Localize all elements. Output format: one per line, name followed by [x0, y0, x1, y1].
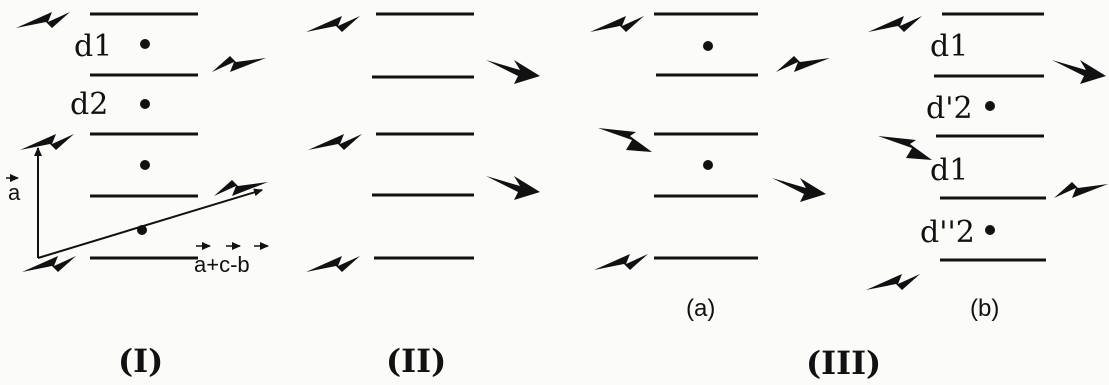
panel-I	[90, 12, 198, 260]
caption-panel-I: (I)	[118, 342, 163, 380]
label-d2-double-prime: d''2	[920, 215, 975, 250]
atom-dot	[985, 225, 995, 235]
stacking-arrow-right	[486, 176, 540, 200]
stacking-arrow-right	[594, 254, 648, 270]
panel-I-vectors	[34, 147, 263, 259]
vector-a-label: a	[6, 174, 21, 205]
caption-panel-III: (III)	[806, 344, 881, 382]
stacking-arrow-left	[1054, 182, 1108, 198]
panel-III-a-dots	[703, 41, 713, 170]
sub-caption-a: (a)	[686, 295, 715, 322]
stacking-arrow-right	[1052, 60, 1106, 84]
label-d1-top: d1	[930, 29, 968, 64]
panel-II-arrows	[306, 16, 540, 272]
svg-text:a+c-b: a+c-b	[194, 252, 250, 277]
label-d1-lower: d1	[930, 153, 968, 188]
panel-I-dots	[137, 39, 150, 235]
atom-dot	[140, 39, 150, 49]
stacking-arrow-right	[16, 12, 70, 28]
stacking-arrow-left	[878, 136, 932, 160]
panel-I-arrows	[16, 12, 268, 272]
panel-III-b-arrows	[866, 16, 1108, 290]
panel-III-a	[654, 12, 758, 260]
stacking-arrow-left	[776, 56, 830, 72]
stacking-arrow-right	[306, 256, 360, 272]
stacking-arrow-left	[212, 56, 266, 72]
vector-sum-label: a+c-b	[194, 242, 269, 277]
panel-III-b-dots	[985, 101, 995, 235]
stacking-arrow-right	[22, 256, 76, 272]
vector-sum-line	[37, 188, 263, 259]
svg-text:a: a	[8, 180, 21, 205]
atom-dot	[703, 160, 713, 170]
atom-dot	[140, 99, 150, 109]
atom-dot	[985, 101, 995, 111]
stacking-arrow-right	[486, 60, 540, 84]
panel-III-a-arrows	[590, 16, 830, 270]
stacking-arrow-right	[308, 134, 362, 150]
stacking-arrow-right	[306, 16, 360, 32]
stacking-arrow-left	[214, 180, 268, 196]
sub-caption-b: (b)	[970, 295, 999, 322]
atom-dot	[703, 41, 713, 51]
stacking-arrow-right	[866, 274, 920, 290]
stacking-arrow-left	[598, 128, 652, 152]
stacking-arrow-right	[772, 178, 826, 202]
atom-dot	[140, 160, 150, 170]
stacking-arrow-right	[590, 16, 644, 32]
panel-III-b	[934, 12, 1046, 262]
stacking-arrow-right	[20, 134, 74, 150]
label-d2: d2	[70, 87, 108, 122]
panel-II	[372, 12, 474, 260]
stacking-arrow-right	[868, 16, 922, 32]
label-d2-prime: d'2	[926, 91, 973, 126]
caption-panel-II: (II)	[386, 342, 446, 380]
label-d1: d1	[74, 29, 112, 64]
